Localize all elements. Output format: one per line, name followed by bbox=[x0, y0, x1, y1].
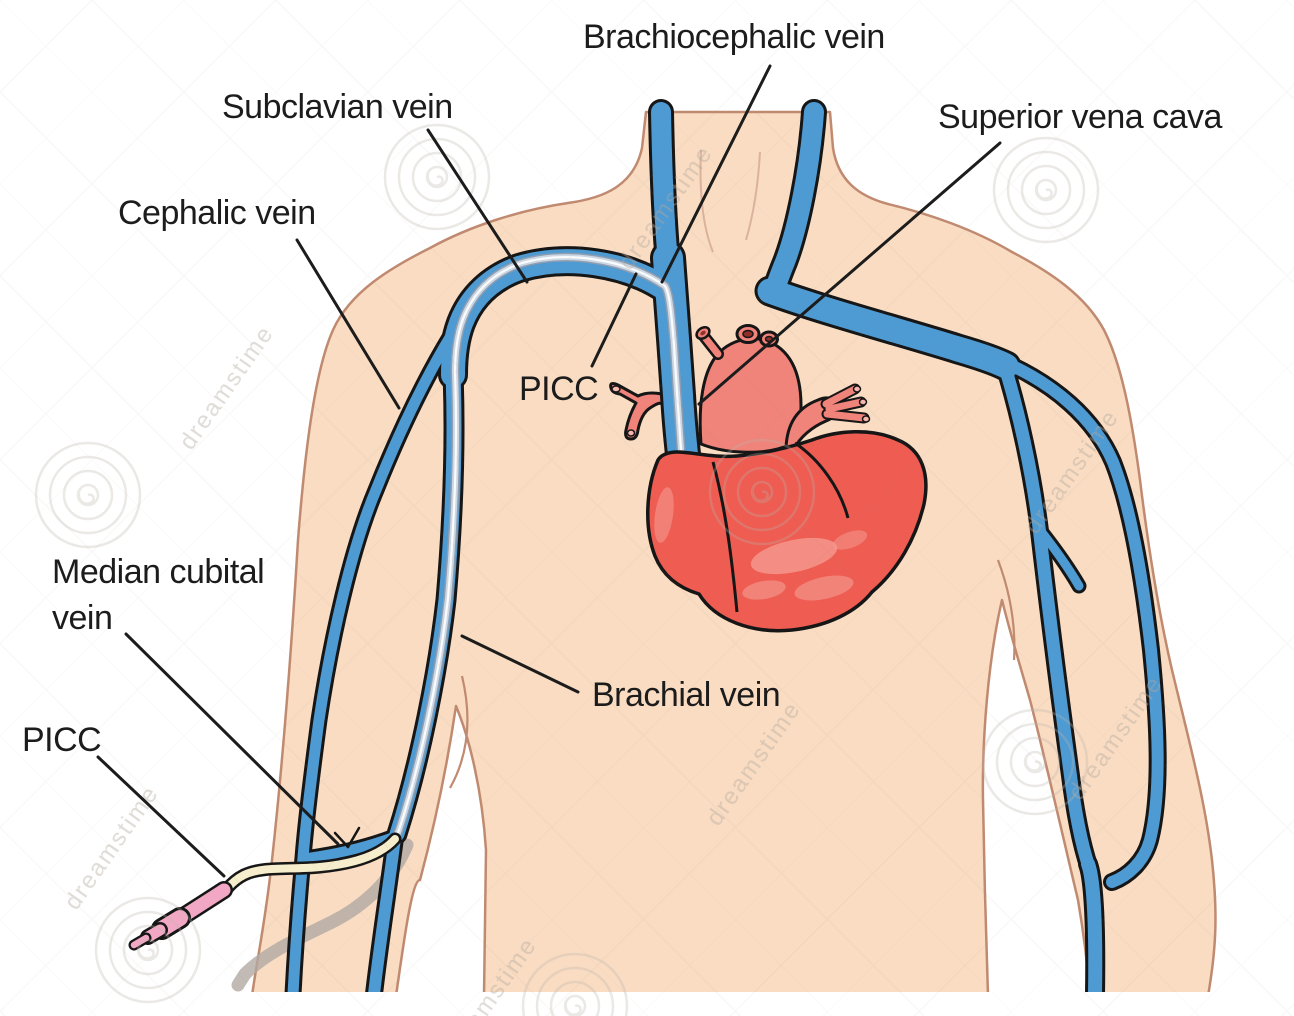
label-cephalic-vein: Cephalic vein bbox=[118, 194, 401, 410]
label-superior-vena-cava: Superior vena cava bbox=[697, 98, 1223, 406]
pointer-line-subclavian bbox=[426, 128, 529, 284]
pointer-line-picc-upper bbox=[590, 272, 638, 368]
label-median-cubital-vein: Median cubital vein bbox=[52, 553, 340, 846]
label-text-brachial: Brachial vein bbox=[592, 676, 780, 714]
label-text-subclavian: Subclavian vein bbox=[222, 88, 453, 126]
label-text-median-cubital-1: Median cubital bbox=[52, 553, 264, 591]
label-subclavian-vein: Subclavian vein bbox=[222, 88, 529, 284]
label-text-brachiocephalic: Brachiocephalic vein bbox=[583, 18, 885, 56]
label-brachiocephalic-vein: Brachiocephalic vein bbox=[583, 18, 885, 284]
label-picc-lower: PICC bbox=[22, 721, 226, 878]
pointer-line-brachial bbox=[460, 634, 580, 694]
label-text-superior-vena-cava: Superior vena cava bbox=[938, 98, 1223, 136]
labels: Brachiocephalic vein Subclavian vein Cep… bbox=[22, 18, 1223, 878]
pointer-line-median-cubital bbox=[124, 632, 340, 846]
pointer-line-brachiocephalic bbox=[660, 64, 772, 284]
label-brachial-vein: Brachial vein bbox=[460, 634, 781, 714]
label-text-median-cubital-2: vein bbox=[52, 599, 112, 637]
label-text-cephalic: Cephalic vein bbox=[118, 194, 316, 232]
label-picc-upper: PICC bbox=[519, 272, 638, 408]
pointer-line-cephalic bbox=[295, 238, 401, 410]
label-text-picc-lower: PICC bbox=[22, 721, 101, 759]
label-text-picc-upper: PICC bbox=[519, 370, 598, 408]
pointer-line-picc-lower bbox=[96, 755, 226, 878]
pointer-line-superior-vena-cava bbox=[697, 141, 1002, 406]
